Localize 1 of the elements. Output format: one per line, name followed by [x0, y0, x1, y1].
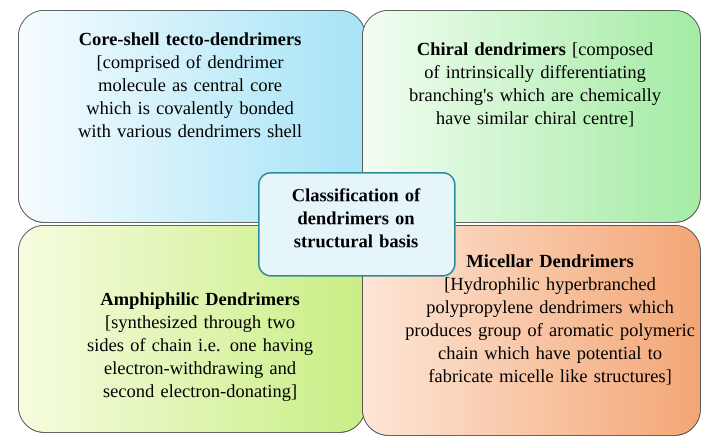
- center-box: Classification of dendrimers on structural basis: [258, 172, 456, 277]
